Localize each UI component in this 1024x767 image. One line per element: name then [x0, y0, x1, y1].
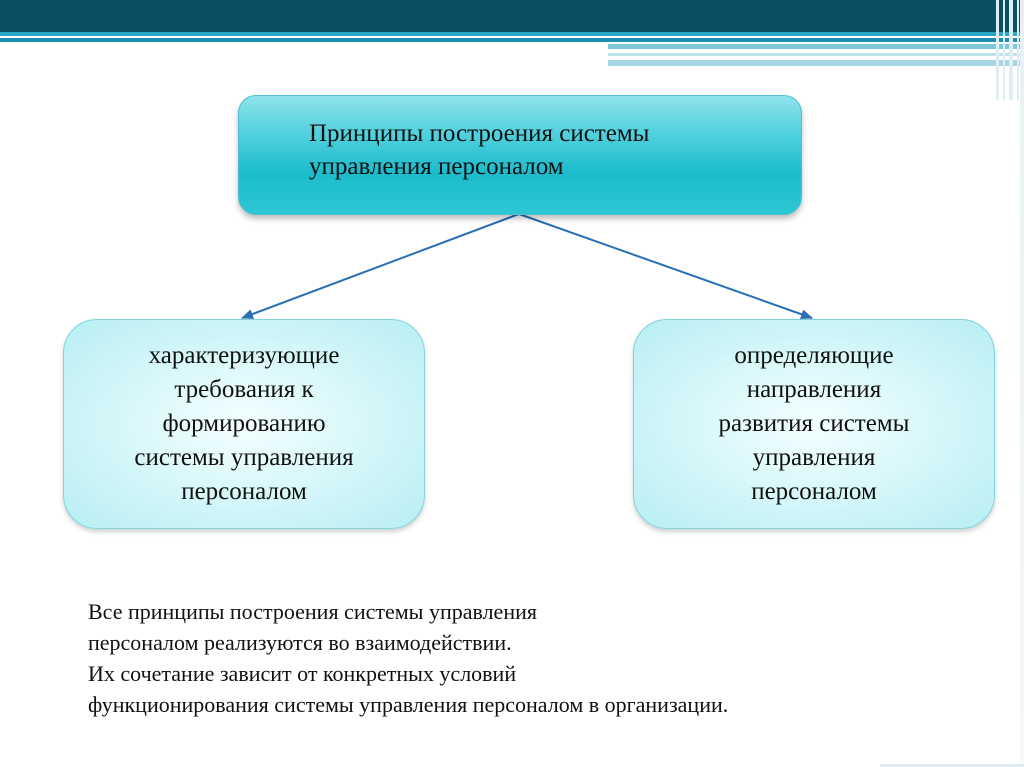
right-line: направления	[746, 376, 882, 403]
right-line: персоналом	[751, 478, 877, 505]
header-stripe	[0, 38, 1024, 42]
slide-edge	[880, 764, 1024, 767]
header-stripe	[608, 53, 1024, 56]
right-node: определяющие направления развития систем…	[633, 319, 995, 529]
root-node: Принципы построения системы управления п…	[238, 95, 802, 215]
arrow-to-left	[241, 213, 520, 319]
summary-line: Все принципы построения системы управлен…	[88, 599, 537, 624]
slide-edge	[1020, 0, 1024, 767]
root-line: управления персоналом	[309, 153, 564, 180]
header-vertical-stripes	[992, 0, 1024, 100]
left-node-text: характеризующие требования к формировани…	[134, 339, 353, 509]
right-node-text: определяющие направления развития систем…	[719, 339, 910, 509]
left-node: характеризующие требования к формировани…	[63, 319, 425, 529]
header-stripe	[608, 44, 1024, 49]
left-line: формированию	[162, 410, 326, 437]
root-node-text: Принципы построения системы управления п…	[309, 117, 649, 183]
header-bar	[0, 0, 1024, 32]
right-line: определяющие	[734, 342, 894, 369]
header-stripe	[0, 32, 1024, 36]
root-line: Принципы построения системы	[309, 120, 650, 147]
summary-line: персоналом реализуются во взаимодействии…	[88, 630, 512, 655]
summary-line: Их сочетание зависит от конкретных услов…	[88, 661, 517, 686]
summary-line: функционирования системы управления перс…	[88, 692, 729, 717]
left-line: персоналом	[181, 478, 307, 505]
right-line: развития системы	[718, 410, 910, 437]
arrow-to-right	[518, 213, 813, 320]
left-line: системы управления	[134, 444, 354, 471]
left-line: характеризующие	[148, 342, 340, 369]
left-line: требования к	[174, 376, 314, 403]
summary-paragraph: Все принципы построения системы управлен…	[88, 596, 948, 720]
header-stripe	[608, 60, 1024, 66]
right-line: управления	[752, 444, 876, 471]
